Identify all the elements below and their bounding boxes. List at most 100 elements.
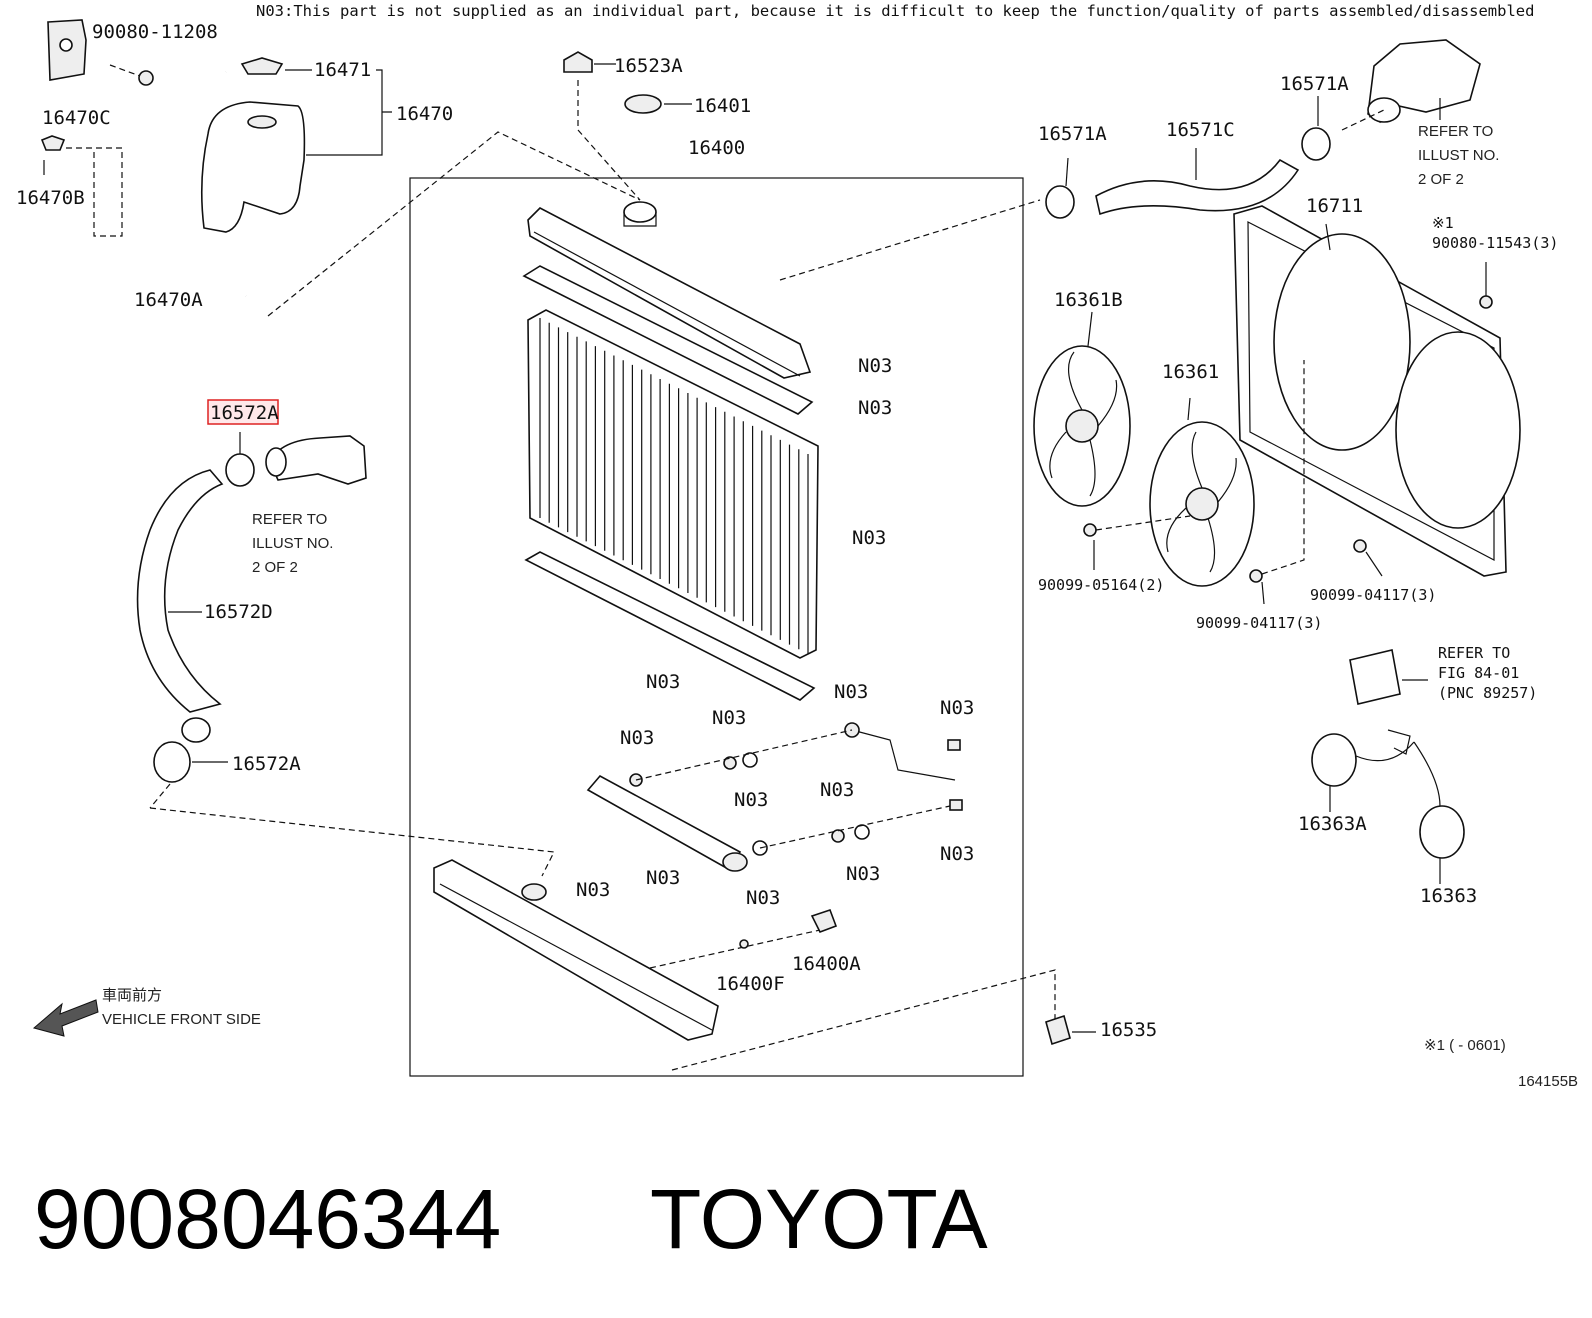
fan-16361b — [1033, 311, 1131, 507]
cushion-16535 — [1045, 1014, 1096, 1046]
label-90099-04117-a: 90099-04117(3) — [1196, 614, 1322, 632]
label-16361: 16361 — [1162, 361, 1219, 383]
label-16571c: 16571C — [1166, 119, 1235, 141]
washers-fittings — [629, 729, 963, 856]
label-n03-washer-mid: N03 — [734, 789, 768, 811]
header-note: N03:This part is not supplied as an indi… — [256, 2, 1534, 20]
label-16523a: 16523A — [614, 55, 683, 77]
refer-fig-line1: REFER TO — [1438, 644, 1510, 662]
footnote: ※1 ( - 0601) — [1424, 1037, 1506, 1054]
upper-tank — [527, 207, 812, 379]
vehicle-front-arrow-icon — [32, 999, 99, 1037]
clamp-16470b — [40, 135, 123, 237]
bolt-90080-11208 — [109, 64, 154, 86]
refer-ref2-line3: 2 OF 2 — [252, 559, 298, 576]
label-n03-nut: N03 — [846, 863, 880, 885]
clamp-16571a-right — [1301, 96, 1331, 161]
lower-tank — [433, 859, 719, 1041]
label-16400f: 16400F — [716, 973, 785, 995]
vehicle-front-en: VEHICLE FRONT SIDE — [102, 1011, 261, 1028]
refer-fig-line2: FIG 84-01 — [1438, 664, 1519, 682]
oil-cooler-tube — [844, 722, 956, 781]
refer-ref2-line2: ILLUST NO. — [252, 535, 333, 552]
screw-90099-04117-a — [1249, 360, 1305, 605]
refer-ref1-line2: ILLUST NO. — [1418, 147, 1499, 164]
label-n03-upper-gasket: N03 — [858, 397, 892, 419]
resistor-ref — [1349, 649, 1428, 705]
label-n03-core: N03 — [852, 527, 886, 549]
label-16572a-top: 16572A — [210, 402, 279, 424]
label-16572a-bottom: 16572A — [232, 753, 301, 775]
radiator-assembly-box — [409, 177, 1024, 1077]
refer-ref2-line1: REFER TO — [252, 511, 327, 528]
fan-motor-16363a — [1311, 729, 1415, 812]
label-n03-tube: N03 — [834, 681, 868, 703]
refer-ref1-line3: 2 OF 2 — [1418, 171, 1464, 188]
drain-cock-16400a — [739, 908, 838, 949]
label-note1: ※1 — [1432, 214, 1454, 232]
fan-motor-16363 — [1413, 741, 1465, 884]
label-90099-05164: 90099-05164(2) — [1038, 576, 1164, 594]
vehicle-front-jp: 車両前方 — [102, 987, 162, 1004]
label-90080-11543: 90080-11543(3) — [1432, 234, 1558, 252]
label-16401: 16401 — [694, 95, 751, 117]
label-16571a-left: 16571A — [1038, 123, 1107, 145]
label-n03-lower-tank: N03 — [576, 879, 610, 901]
screw-90099-04117-b — [1353, 539, 1383, 577]
label-90099-04117-b: 90099-04117(3) — [1310, 586, 1436, 604]
cap-16471 — [240, 57, 312, 75]
overflow-hose-16470a — [115, 69, 247, 299]
refer-ref1-line1: REFER TO — [1418, 123, 1493, 140]
label-16363: 16363 — [1420, 885, 1477, 907]
label-16363a: 16363A — [1298, 813, 1367, 835]
label-16572d: 16572D — [204, 601, 273, 623]
part-number: 9008046344 — [34, 1172, 501, 1266]
label-n03-upper-tank: N03 — [858, 355, 892, 377]
filler-neck — [623, 201, 657, 227]
label-16361b: 16361B — [1054, 289, 1123, 311]
refer-fig-line3: (PNC 89257) — [1438, 684, 1537, 702]
clamp-16572a-bottom — [149, 741, 228, 809]
label-16470: 16470 — [396, 103, 453, 125]
leader-upper-outlet — [779, 199, 1041, 281]
label-n03-bolt-top: N03 — [940, 697, 974, 719]
fan-shroud-16711 — [1233, 205, 1521, 577]
radiator-cap-16401 — [624, 94, 692, 114]
lower-hose-16572d — [136, 469, 224, 743]
leader-reservoir-to-radiator — [267, 131, 641, 317]
label-16535: 16535 — [1100, 1019, 1157, 1041]
leader-lower-hose — [149, 807, 555, 877]
label-16470a: 16470A — [134, 289, 203, 311]
clamp-16572a-top — [225, 432, 255, 487]
label-n03-washer-right: N03 — [820, 779, 854, 801]
water-outlet-ref — [1341, 39, 1481, 131]
upper-hose-16571c — [1095, 148, 1300, 216]
nut-90099-05164 — [1083, 515, 1191, 570]
upper-gasket — [522, 265, 814, 415]
label-16470c: 16470C — [42, 107, 111, 129]
oil-cooler-pipe — [586, 774, 748, 872]
lower-gasket — [524, 551, 816, 701]
label-n03-pipe: N03 — [646, 867, 680, 889]
plug-16523a — [563, 51, 641, 201]
highlight-16572a — [207, 399, 279, 425]
reservoir-tank-16470 — [200, 69, 392, 233]
brand: TOYOTA — [650, 1172, 988, 1266]
figure-id: 164155B — [1518, 1073, 1578, 1090]
label-16400a: 16400A — [792, 953, 861, 975]
label-16571a-right: 16571A — [1280, 73, 1349, 95]
label-16711: 16711 — [1306, 195, 1363, 217]
label-n03-pipe-washer: N03 — [746, 887, 780, 909]
clamp-16571a-left — [1045, 157, 1075, 219]
label-16470b: 16470B — [16, 187, 85, 209]
label-90080-11208: 90080-11208 — [92, 21, 218, 43]
label-16400: 16400 — [688, 137, 745, 159]
reservoir-bracket-16470c — [47, 19, 87, 81]
label-n03-left-washer: N03 — [620, 727, 654, 749]
label-n03-lower-gasket: N03 — [646, 671, 680, 693]
label-16471: 16471 — [314, 59, 371, 81]
leader-drain — [649, 929, 821, 969]
label-n03-bolt-bottom: N03 — [940, 843, 974, 865]
water-inlet-ref — [265, 435, 367, 485]
